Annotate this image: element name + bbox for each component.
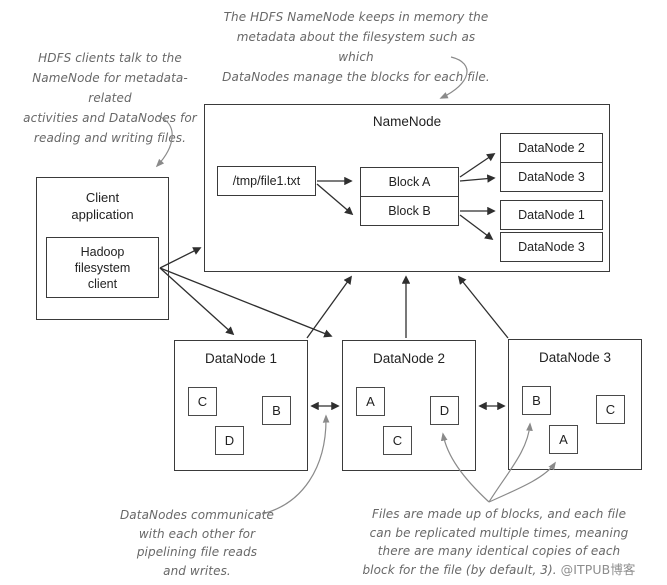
hadoop-filesystem-client-label: Hadoop filesystem client bbox=[74, 244, 131, 291]
left-annotation: HDFS clients talk to the NameNode for me… bbox=[15, 48, 205, 148]
datanode1-label: DataNode 1 bbox=[204, 351, 278, 366]
annotation-line: block for the file (by default, 3). @ITP… bbox=[360, 561, 638, 580]
bottom-right-annotation: Files are made up of blocks, and each fi… bbox=[360, 505, 638, 579]
replica-datanode3-box: DataNode 3 bbox=[500, 161, 603, 192]
watermark: @ITPUB博客 bbox=[560, 561, 636, 577]
annotation-line: DataNodes communicate bbox=[119, 508, 275, 522]
client-application-box: Client application Hadoop filesystem cli… bbox=[36, 177, 169, 320]
annotation-line: The HDFS NameNode keeps in memory the bbox=[223, 10, 489, 24]
annotation-line: pipelining file reads bbox=[136, 545, 258, 559]
arrow-client-to-datanode2 bbox=[159, 267, 333, 338]
annotation-line: metadata about the filesystem such as wh… bbox=[236, 30, 476, 64]
namenode-box: NameNode /tmp/file1.txt Block A Block B … bbox=[204, 104, 610, 272]
datanode3-box: DataNode 3 B C A bbox=[508, 339, 642, 470]
bottom-left-annotation: DataNodes communicate with each other fo… bbox=[118, 506, 276, 580]
datanode2-box: DataNode 2 A D C bbox=[342, 340, 476, 471]
hadoop-filesystem-client-box: Hadoop filesystem client bbox=[46, 237, 159, 298]
block-d-box: D bbox=[215, 426, 244, 455]
datanode1-box: DataNode 1 C B D bbox=[174, 340, 308, 471]
arrow-client-to-datanode1 bbox=[159, 267, 235, 336]
replica-datanode3b-box: DataNode 3 bbox=[500, 232, 603, 262]
annotation-line: block for the file (by default, 3). bbox=[362, 562, 557, 577]
annotation-line: NameNode for metadata-related bbox=[32, 71, 188, 105]
annotation-line: and writes. bbox=[163, 563, 231, 578]
annotation-line: activities and DataNodes for bbox=[23, 111, 197, 125]
arrow-datanode3-to-namenode bbox=[457, 275, 509, 339]
datanode2-label: DataNode 2 bbox=[372, 351, 446, 366]
annotation-line: with each other for bbox=[138, 526, 256, 541]
block-a-box: A bbox=[549, 425, 578, 454]
top-annotation: The HDFS NameNode keeps in memory the me… bbox=[222, 7, 490, 87]
annotation-line: reading and writing files. bbox=[33, 131, 187, 145]
block-a-box: A bbox=[356, 387, 385, 416]
block-c-box: C bbox=[596, 395, 625, 424]
annotation-line: Files are made up of blocks, and each fi… bbox=[371, 507, 627, 521]
annotation-line: HDFS clients talk to the bbox=[38, 51, 182, 65]
block-c-box: C bbox=[188, 387, 217, 416]
datanode3-label: DataNode 3 bbox=[538, 350, 612, 365]
block-b-box: B bbox=[262, 396, 291, 425]
block-a-replica-list: DataNode 2 DataNode 3 bbox=[500, 133, 603, 192]
block-d-box: D bbox=[430, 396, 459, 425]
replica-datanode2-box: DataNode 2 bbox=[500, 133, 603, 163]
arrow-datanode1-to-namenode bbox=[306, 275, 352, 339]
block-b-box: B bbox=[522, 386, 551, 415]
block-list: Block A Block B bbox=[360, 167, 459, 226]
annotation-line: DataNodes manage the blocks for each fil… bbox=[222, 70, 490, 84]
annotation-line: there are many identical copies of each bbox=[377, 544, 621, 558]
annotation-line: can be replicated multiple times, meanin… bbox=[369, 525, 629, 540]
block-a-box: Block A bbox=[360, 167, 459, 197]
client-application-label: Client application bbox=[71, 190, 134, 222]
file-path-box: /tmp/file1.txt bbox=[217, 166, 316, 196]
replica-datanode1-box: DataNode 1 bbox=[500, 200, 603, 230]
namenode-label: NameNode bbox=[372, 114, 442, 129]
block-b-box: Block B bbox=[360, 195, 459, 226]
block-c-box: C bbox=[383, 426, 412, 455]
